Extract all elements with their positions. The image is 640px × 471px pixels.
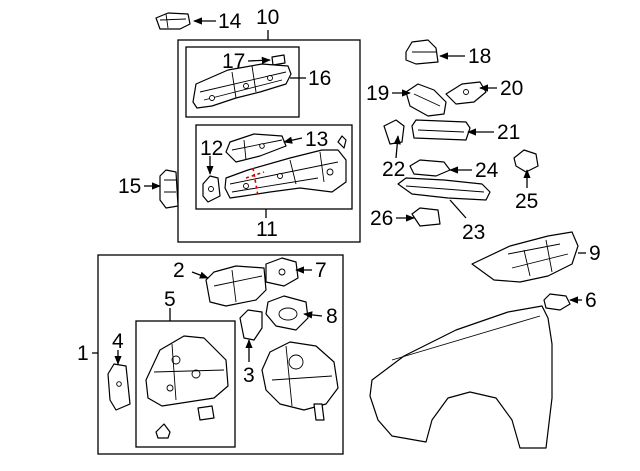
part-15 xyxy=(159,169,179,209)
callout-26: 26 xyxy=(370,207,393,230)
callout-9: 9 xyxy=(589,242,601,265)
part-21 xyxy=(411,119,471,141)
part-23 xyxy=(397,177,491,201)
callout-14: 14 xyxy=(218,10,242,33)
part-12 xyxy=(202,175,221,203)
callout-7: 7 xyxy=(315,259,327,282)
callout-16: 16 xyxy=(308,67,331,90)
callout-10: 10 xyxy=(256,6,279,29)
part-26 xyxy=(411,207,441,227)
fender-panel xyxy=(369,305,553,449)
callout-25: 25 xyxy=(515,190,538,213)
callout-6: 6 xyxy=(585,289,597,312)
callout-3: 3 xyxy=(243,364,255,387)
group-box-16 xyxy=(185,46,300,118)
callout-2: 2 xyxy=(173,259,185,282)
part-16 xyxy=(192,63,292,109)
callout-8: 8 xyxy=(326,305,338,328)
part-24 xyxy=(409,159,451,177)
part-3 xyxy=(239,309,263,341)
callout-13: 13 xyxy=(305,128,328,151)
part-5 xyxy=(145,335,229,439)
part-9 xyxy=(471,231,579,283)
group-box-1 xyxy=(97,254,344,455)
part-13 xyxy=(225,133,347,163)
callout-19: 19 xyxy=(366,82,389,105)
part-11 xyxy=(224,149,347,199)
callout-12: 12 xyxy=(200,137,223,160)
part-17 xyxy=(271,54,286,66)
callout-20: 20 xyxy=(500,77,523,100)
callout-23: 23 xyxy=(462,221,485,244)
callout-4: 4 xyxy=(112,330,124,353)
callout-24: 24 xyxy=(475,159,499,182)
cut-line xyxy=(245,167,265,197)
part-8 xyxy=(265,295,309,331)
part-22 xyxy=(383,119,405,145)
group-box-10 xyxy=(177,39,361,243)
callout-18: 18 xyxy=(468,45,491,68)
part-6 xyxy=(543,293,571,311)
part-18 xyxy=(405,39,439,65)
group-box-11 xyxy=(195,124,353,210)
leader-lines xyxy=(92,17,586,365)
callout-11: 11 xyxy=(256,218,278,241)
callout-1: 1 xyxy=(77,342,89,365)
callout-numbers: 14 10 17 16 13 12 11 15 18 19 20 21 22 2… xyxy=(77,6,601,387)
callout-21: 21 xyxy=(497,121,520,144)
group-box-5 xyxy=(135,320,236,448)
callout-17: 17 xyxy=(222,50,245,73)
part-4 xyxy=(107,363,131,411)
callout-5: 5 xyxy=(164,288,176,311)
callout-15: 15 xyxy=(118,175,141,198)
callout-22: 22 xyxy=(382,158,405,181)
part-19 xyxy=(405,83,447,117)
part-7 xyxy=(265,257,299,287)
part-20 xyxy=(445,81,487,105)
part-25 xyxy=(513,149,539,173)
part-14 xyxy=(155,12,191,30)
wheel-house xyxy=(261,341,339,421)
part-2 xyxy=(205,265,267,307)
